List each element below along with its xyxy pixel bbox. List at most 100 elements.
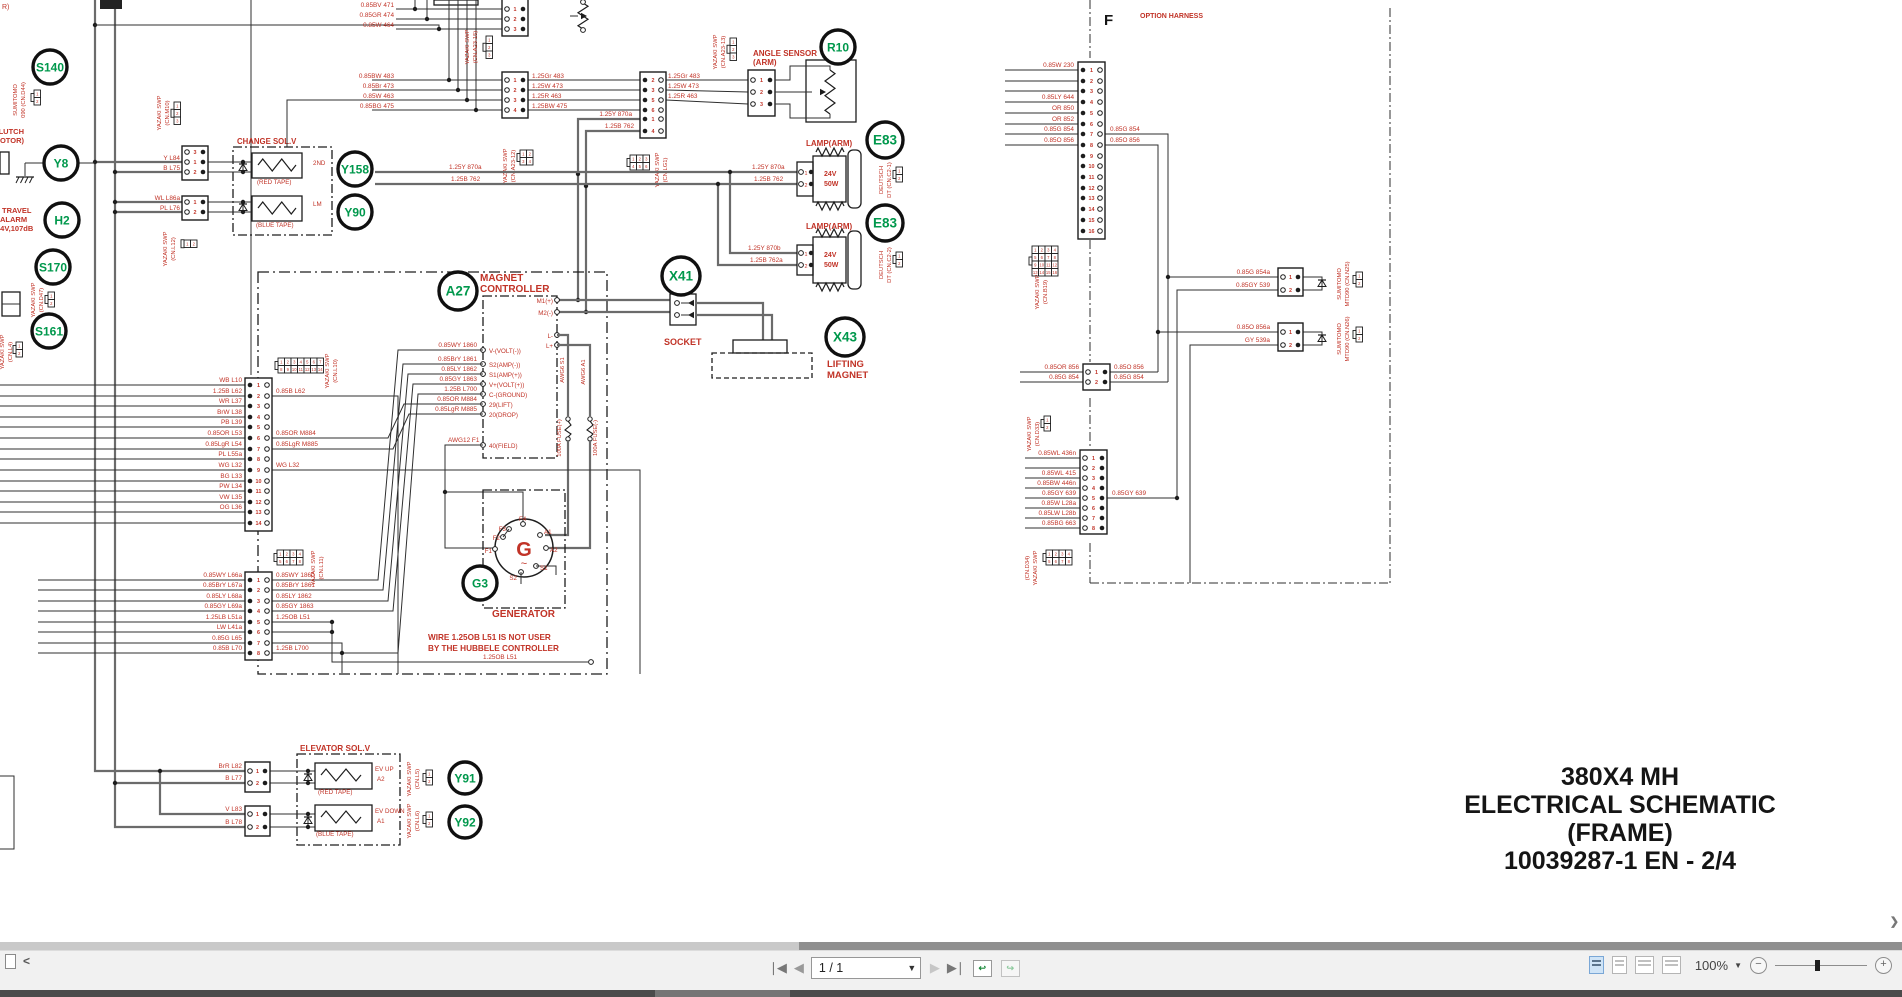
page-dropdown-caret-icon[interactable]: ▼ (907, 963, 917, 973)
wire (272, 395, 399, 674)
svg-text:8: 8 (257, 457, 260, 463)
rotated-connector-label: (CN.L11) (319, 556, 325, 579)
svg-text:1: 1 (186, 242, 189, 247)
expand-right-panel-icon[interactable]: ❯ (1889, 916, 1899, 928)
zoom-in-button[interactable]: + (1875, 956, 1892, 974)
previous-view-button[interactable]: ↩ (972, 959, 992, 977)
mating-connector-icon: 123 (726, 37, 737, 61)
label: CLUTCH (0, 127, 24, 136)
next-view-button[interactable]: ↪ (1000, 959, 1020, 977)
svg-text:4: 4 (1068, 552, 1071, 557)
svg-text:3: 3 (292, 552, 295, 557)
label: (BLUE TAPE) (316, 831, 354, 838)
rotated-connector-label: (CN.D47) (39, 288, 45, 313)
svg-text:2: 2 (760, 90, 763, 96)
label: 1.25R 463 (668, 93, 698, 100)
scrollbar-thumb[interactable] (798, 942, 1902, 950)
label: 0.85LY 1862 (276, 593, 312, 600)
svg-text:12: 12 (1089, 186, 1095, 192)
svg-text:8: 8 (1090, 143, 1093, 149)
label: 0.85BV 471 (361, 2, 395, 9)
connector: 12 (1277, 322, 1304, 352)
wire (445, 491, 524, 524)
svg-text:5: 5 (279, 559, 282, 564)
wire-label: Y L84 (163, 155, 180, 162)
label: 0.85LW L28b (1038, 510, 1076, 517)
svg-text:12: 12 (1052, 263, 1057, 268)
label: 0.85OR 856 (1045, 364, 1080, 371)
previous-page-button[interactable]: ◀ (793, 960, 804, 975)
rotated-connector-label: YAZAKI SWP (325, 353, 331, 388)
page-number-input[interactable]: 1 / 1 ▼ (810, 957, 921, 979)
svg-text:S161: S161 (35, 325, 63, 339)
bus-wire (113, 0, 245, 829)
svg-text:7: 7 (1047, 255, 1050, 260)
svg-text:5: 5 (257, 620, 260, 626)
label: V-(VOLT(-)) (489, 348, 521, 355)
svg-text:3: 3 (514, 98, 517, 104)
collapse-left-panel-icon[interactable]: < (23, 954, 31, 968)
box (796, 244, 814, 276)
rotated-connector-label: SUMITOMO (1337, 268, 1343, 300)
last-page-button[interactable]: ▶❘ (946, 960, 966, 975)
connector: 123 (501, 0, 529, 37)
rotated-connector-label: DT (CN.C2-2) (887, 247, 893, 283)
svg-text:1: 1 (428, 814, 431, 819)
svg-text:2: 2 (898, 261, 901, 266)
rotated-connector-label: MTD90 (CN.N25) (1345, 261, 1351, 306)
junction-dots (305, 768, 311, 786)
mating-connector-icon: 12 (892, 251, 903, 268)
continuous-layout-button[interactable] (1611, 956, 1627, 974)
junction-dots (329, 619, 345, 656)
wire (272, 349, 483, 581)
svg-text:2: 2 (514, 88, 517, 94)
label: 0.85G L65 (212, 635, 242, 642)
label: 0.85G 854 (1114, 374, 1144, 381)
svg-text:Y8: Y8 (54, 157, 69, 171)
svg-text:2: 2 (514, 17, 517, 23)
label: 0.85BW 446n (1037, 480, 1076, 487)
svg-text:S140: S140 (36, 61, 64, 75)
wire (557, 343, 592, 416)
svg-text:4: 4 (1054, 248, 1057, 253)
svg-text:2: 2 (732, 47, 735, 52)
wire (272, 403, 483, 439)
svg-text:6: 6 (1041, 255, 1044, 260)
arrow (688, 311, 694, 319)
horizontal-scrollbar[interactable] (0, 942, 1902, 950)
label: 0.85OR L53 (208, 430, 243, 437)
first-page-button[interactable]: ❘◀ (768, 960, 787, 975)
two-page-continuous-layout-button[interactable] (1661, 956, 1681, 974)
zoom-out-button[interactable]: − (1750, 956, 1767, 974)
resistor-zigzag (815, 227, 845, 239)
label: 0.85W 230 (1043, 62, 1074, 69)
connector: 312 (181, 145, 209, 181)
svg-text:X41: X41 (669, 269, 694, 284)
note: BY THE HUBBELE CONTROLLER (428, 644, 559, 653)
zoom-dropdown-caret-icon[interactable]: ▼ (1734, 960, 1742, 970)
svg-text:G3: G3 (472, 577, 488, 591)
svg-text:7: 7 (257, 641, 260, 647)
page-thumbnail-icon[interactable] (5, 954, 16, 969)
zoom-slider[interactable] (1775, 958, 1867, 973)
two-page-layout-button[interactable] (1634, 956, 1654, 974)
page-number-value[interactable]: 1 / 1 (818, 961, 844, 975)
component-id-S170: S170 (34, 248, 72, 286)
svg-text:11: 11 (256, 489, 262, 495)
single-page-layout-button[interactable] (1588, 956, 1604, 974)
wire (272, 383, 483, 612)
svg-text:4: 4 (257, 609, 260, 615)
zoom-slider-handle[interactable] (1815, 959, 1821, 971)
wire (584, 129, 640, 312)
svg-text:1: 1 (257, 578, 260, 584)
svg-text:A27: A27 (446, 284, 471, 299)
svg-text:4: 4 (1092, 486, 1095, 492)
component-id-Y8: Y8 (42, 144, 80, 182)
solenoid (314, 762, 373, 790)
svg-text:13: 13 (1033, 270, 1038, 275)
section-title: GENERATOR (492, 609, 556, 620)
svg-text:3: 3 (176, 119, 179, 124)
next-page-button[interactable]: ▶ (929, 960, 940, 975)
